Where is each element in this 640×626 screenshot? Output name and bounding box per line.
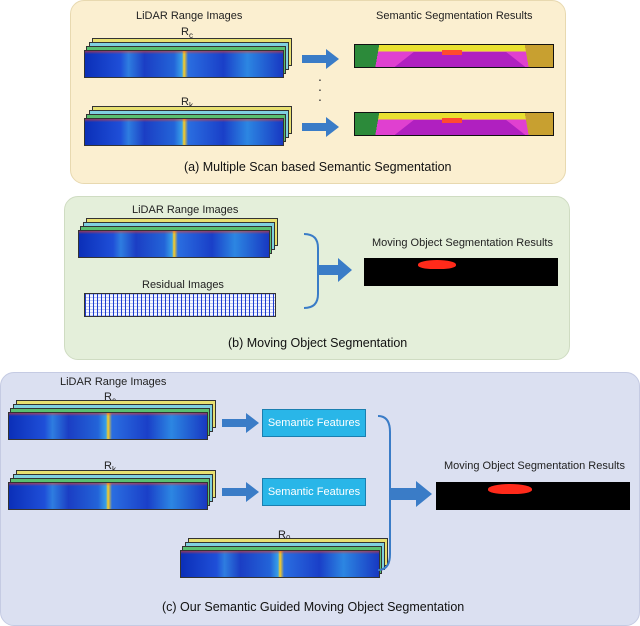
panel-b-range-image-stack	[78, 218, 282, 262]
panel-a-caption: (a) Multiple Scan based Semantic Segment…	[184, 160, 452, 174]
panel-b-mos-result-image	[364, 258, 558, 286]
panel-c-semantic-features-box-2: Semantic Features	[262, 478, 366, 506]
panel-a-segmentation-results-title: Semantic Segmentation Results	[376, 10, 533, 22]
panel-a-segmentation-result-bottom	[354, 112, 554, 136]
panel-b-merge-arrow	[303, 233, 352, 309]
panel-c-caption: (c) Our Semantic Guided Moving Object Se…	[162, 600, 465, 614]
panel-c-mos-results-title: Moving Object Segmentation Results	[444, 460, 625, 472]
panel-a-range-image-stack-rk	[84, 106, 294, 148]
panel-c-label-rk: Rk	[104, 460, 116, 474]
panel-c-arrow-rk	[222, 482, 259, 502]
panel-a-arrow-bottom	[302, 117, 339, 137]
panel-a-range-images-title: LiDAR Range Images	[136, 10, 243, 22]
panel-b-residual-images-label: Residual Images	[142, 279, 224, 291]
panel-c-arrow-rc	[222, 413, 259, 433]
panel-multiple-scan-semantic-segmentation	[70, 0, 566, 184]
panel-b-caption: (b) Moving Object Segmentation	[228, 336, 408, 350]
panel-b-range-images-title: LiDAR Range Images	[132, 204, 239, 216]
panel-c-mos-result-image	[436, 482, 630, 510]
panel-a-label-rk: Rk	[181, 96, 193, 110]
panel-a-segmentation-result-top	[354, 44, 554, 68]
panel-a-label-rc: Rc	[181, 26, 193, 41]
panel-c-semantic-features-box-1: Semantic Features	[262, 409, 366, 437]
panel-a-ellipsis: ···	[317, 71, 323, 107]
panel-a-range-image-stack-rc	[84, 38, 294, 78]
panel-c-range-image-stack-r0	[180, 538, 390, 582]
panel-c-range-images-title: LiDAR Range Images	[60, 376, 167, 388]
panel-b-mos-results-title: Moving Object Segmentation Results	[372, 237, 553, 249]
panel-a-arrow-top	[302, 49, 339, 69]
panel-c-merge-arrow	[377, 415, 432, 571]
panel-c-range-image-stack-rk	[8, 470, 218, 512]
panel-c-range-image-stack-rc	[8, 400, 218, 442]
panel-b-residual-image	[84, 293, 276, 317]
